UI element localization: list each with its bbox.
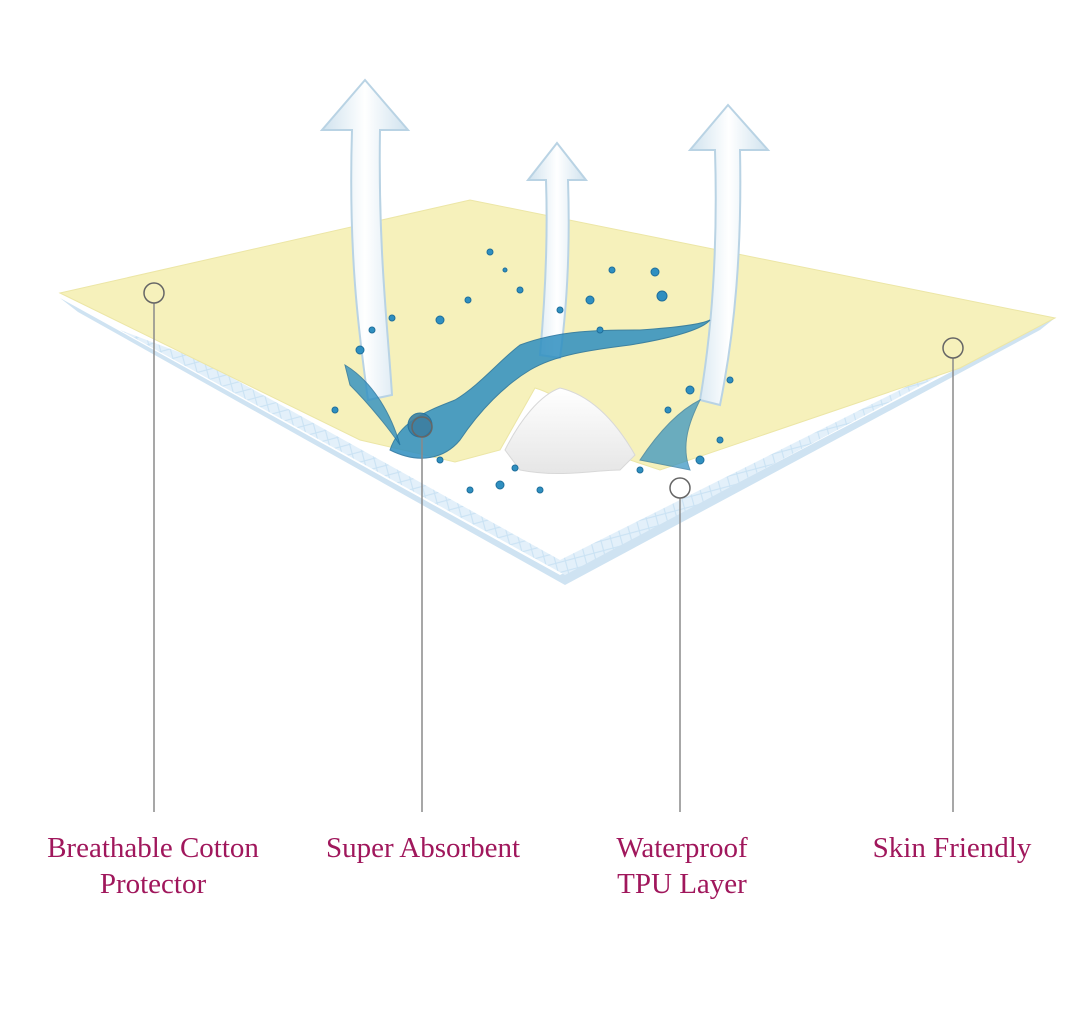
circle-marker-icon bbox=[411, 416, 433, 438]
label-waterproof-tpu-layer: Waterproof TPU Layer bbox=[572, 830, 792, 902]
label-line: Super Absorbent bbox=[325, 832, 521, 864]
arrow-left-icon bbox=[319, 78, 411, 402]
label-line: Protector bbox=[99, 868, 207, 900]
label-super-absorbent: Super Absorbent bbox=[303, 830, 543, 866]
circle-marker-icon bbox=[669, 477, 691, 499]
label-breathable-cotton-protector: Breathable Cotton Protector bbox=[23, 830, 283, 902]
leader-breathable bbox=[143, 282, 165, 812]
breathability-arrows bbox=[319, 78, 771, 407]
arrow-right-icon bbox=[687, 103, 771, 407]
label-line: TPU Layer bbox=[617, 868, 747, 900]
circle-marker-icon bbox=[942, 337, 964, 359]
label-line: Breathable Cotton bbox=[47, 832, 259, 864]
leader-waterproof bbox=[669, 477, 691, 812]
arrow-middle-icon bbox=[525, 141, 589, 360]
label-line: Skin Friendly bbox=[872, 832, 1032, 864]
circle-marker-icon bbox=[143, 282, 165, 304]
inner-sheet-peel bbox=[504, 387, 636, 475]
leader-skin bbox=[942, 337, 964, 812]
label-skin-friendly: Skin Friendly bbox=[842, 830, 1062, 866]
leader-absorbent bbox=[411, 416, 433, 812]
label-line: Waterproof bbox=[616, 832, 748, 864]
water-splash bbox=[331, 248, 734, 494]
